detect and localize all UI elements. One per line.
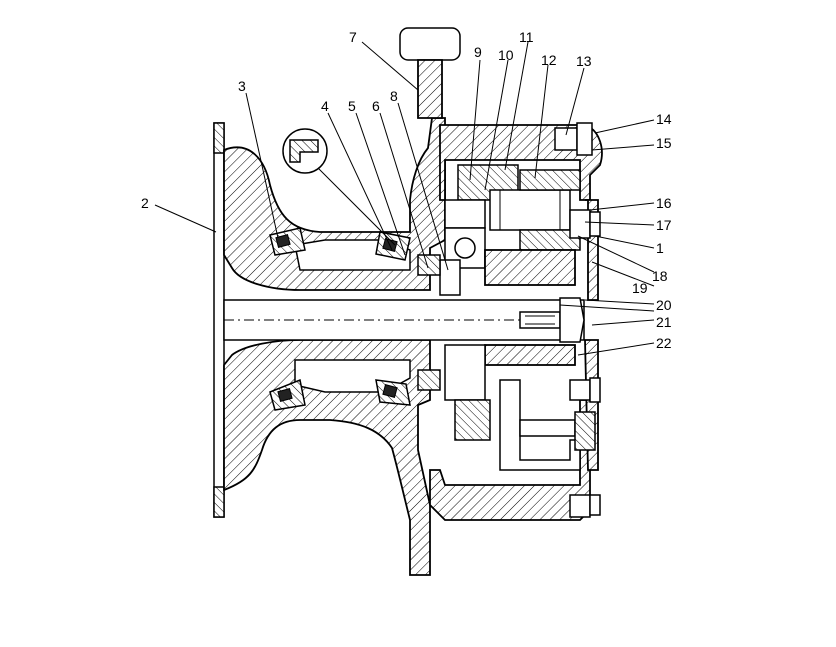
callout-9: 9 [474,44,482,60]
callout-20: 20 [656,297,672,313]
leader-lines [154,41,655,356]
callout-2: 2 [141,195,149,211]
callout-4: 4 [321,98,329,114]
gear-set-middle [439,227,576,296]
callout-16: 16 [656,195,672,211]
main-housing [223,117,446,576]
oil-seal [417,254,441,391]
right-bolts [554,122,601,518]
seal-detail-inset [282,128,396,246]
bearing-lower-right [375,379,411,406]
callout-10: 10 [498,47,514,63]
callout-21: 21 [656,314,672,330]
gear-set-lower [444,344,596,471]
bearing-upper-right [375,231,411,261]
callout-12: 12 [541,52,557,68]
callout-22: 22 [656,335,672,351]
bearing-lower-left [269,378,306,411]
callout-11: 11 [519,29,534,45]
callout-8: 8 [390,88,398,104]
callout-labels: 1 2 3 4 5 6 7 8 9 10 11 12 13 14 15 16 1… [141,29,672,351]
callout-14: 14 [656,111,672,127]
callout-3: 3 [238,78,246,94]
shaft [223,297,585,343]
callout-15: 15 [656,135,672,151]
bearing-upper-left [269,227,306,256]
callout-17: 17 [656,217,672,233]
callout-13: 13 [576,53,592,69]
lifting-lug [399,27,461,119]
callout-19: 19 [632,280,648,296]
callout-5: 5 [348,98,356,114]
callout-6: 6 [372,98,380,114]
callout-7: 7 [349,29,357,45]
mounting-flange [213,122,225,518]
callout-18: 18 [652,268,668,284]
callout-1: 1 [656,240,664,256]
